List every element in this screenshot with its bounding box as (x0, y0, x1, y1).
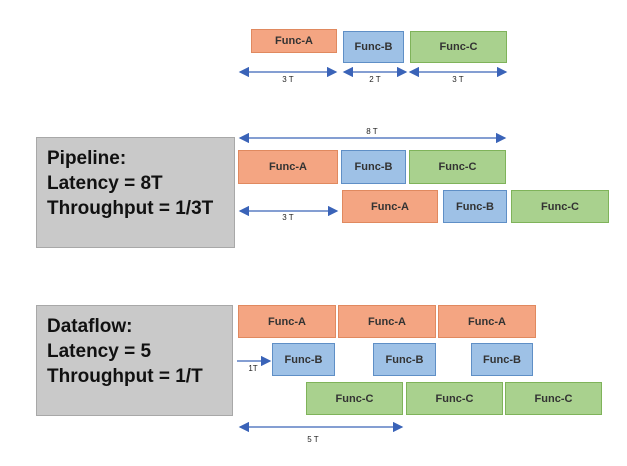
pipeline-latency: Latency = 8T (47, 173, 163, 194)
dataflow-total-dim-label: 5 T (307, 435, 319, 444)
dataflow-func-b-3: Func-B (471, 343, 533, 376)
pipeline-row1-func-c: Func-C (409, 150, 506, 184)
pipeline-row2-func-c: Func-C (511, 190, 609, 223)
pipeline-offset-dim-label: 3 T (282, 213, 294, 222)
dataflow-func-a-1: Func-A (238, 305, 336, 338)
pipeline-info-panel: Pipeline: Latency = 8T Throughput = 1/3T (36, 137, 235, 248)
pipeline-title: Pipeline: (47, 148, 127, 169)
pipeline-row1-func-b: Func-B (341, 150, 406, 184)
top-func-b: Func-B (343, 31, 404, 63)
pipeline-row1-func-a: Func-A (238, 150, 338, 184)
pipeline-row2-func-b: Func-B (443, 190, 507, 223)
dataflow-func-c-3: Func-C (505, 382, 602, 415)
top-func-a: Func-A (251, 29, 337, 53)
dataflow-throughput: Throughput = 1/T (47, 366, 203, 387)
top-dim-b-label: 2 T (369, 75, 381, 84)
pipeline-row2-func-a: Func-A (342, 190, 438, 223)
top-dim-c-label: 3 T (452, 75, 464, 84)
dataflow-info-panel: Dataflow: Latency = 5 Throughput = 1/T (36, 305, 233, 416)
dataflow-offset-dim-label: 1T (248, 364, 258, 373)
dataflow-func-a-2: Func-A (338, 305, 436, 338)
dataflow-title: Dataflow: (47, 316, 133, 337)
dataflow-latency: Latency = 5 (47, 341, 152, 362)
dataflow-func-a-3: Func-A (438, 305, 536, 338)
dataflow-func-c-1: Func-C (306, 382, 403, 415)
dataflow-func-c-2: Func-C (406, 382, 503, 415)
top-dim-a-label: 3 T (282, 75, 294, 84)
top-func-c: Func-C (410, 31, 507, 63)
pipeline-total-dim-label: 8 T (366, 127, 378, 136)
dataflow-func-b-1: Func-B (272, 343, 335, 376)
pipeline-throughput: Throughput = 1/3T (47, 198, 214, 219)
dataflow-func-b-2: Func-B (373, 343, 436, 376)
